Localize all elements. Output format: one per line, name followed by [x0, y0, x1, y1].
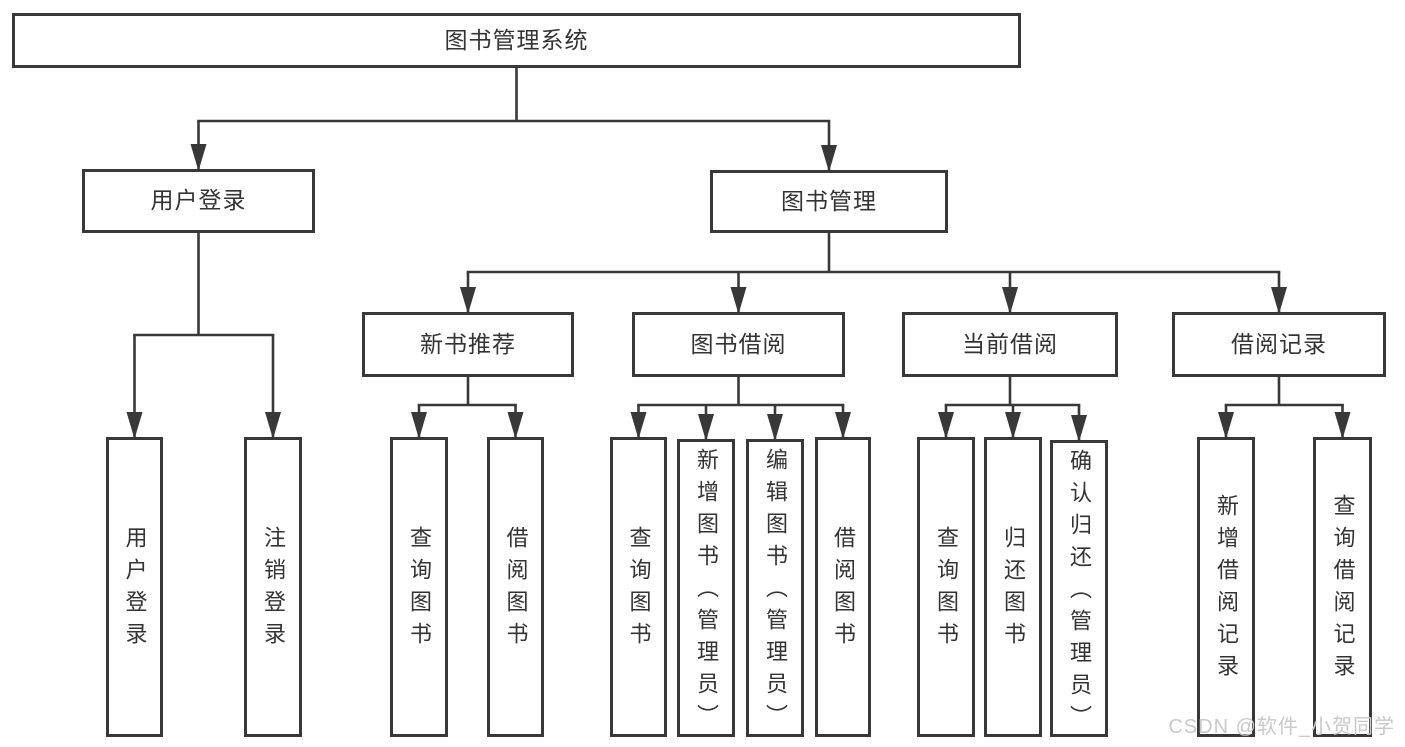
node-label: 查询借阅记录 [1330, 494, 1356, 686]
node-label: 借阅记录 [1231, 330, 1327, 357]
node-label: 借阅图书 [831, 526, 856, 654]
node-label: 查询图书 [407, 526, 432, 654]
node-leaf-bb-query-books: 查询图书 [610, 437, 667, 737]
node-label: 新书推荐 [420, 330, 516, 357]
node-label: 注销登录 [261, 526, 286, 654]
node-label: 图书借阅 [690, 330, 787, 357]
watermark: CSDN @软件_小贺同学 [1168, 716, 1395, 738]
node-leaf-br-query-record: 查询借阅记录 [1313, 437, 1372, 737]
node-label: 查询图书 [934, 526, 959, 654]
node-label: 图书管理系统 [444, 26, 589, 53]
node-label: 当前借阅 [962, 330, 1058, 357]
node-leaf-cb-query-books: 查询图书 [917, 437, 975, 737]
node-label: 确认归还（管理员） [1067, 449, 1092, 737]
node-leaf-cb-confirm-return: 确认归还（管理员） [1050, 440, 1108, 737]
node-label: 新增图书（管理员） [694, 448, 719, 736]
node-borrow-records: 借阅记录 [1172, 312, 1386, 377]
node-label: 新增借阅记录 [1214, 494, 1239, 686]
node-new-book-recommend: 新书推荐 [362, 312, 574, 377]
node-leaf-nb-borrow-books: 借阅图书 [487, 437, 544, 737]
node-label: 查询图书 [626, 526, 652, 654]
node-label: 归还图书 [1001, 526, 1026, 654]
node-label: 用户登录 [150, 187, 247, 214]
node-root: 图书管理系统 [12, 13, 1021, 68]
node-leaf-logout: 注销登录 [244, 437, 302, 737]
node-leaf-nb-query-books: 查询图书 [390, 437, 448, 737]
node-user-login-branch: 用户登录 [82, 169, 315, 233]
node-leaf-cb-return-books: 归还图书 [984, 437, 1042, 737]
node-book-borrow: 图书借阅 [632, 312, 845, 377]
node-leaf-bb-borrow-books: 借阅图书 [815, 437, 871, 737]
node-label: 编辑图书（管理员） [763, 448, 788, 736]
node-leaf-user-login: 用户登录 [106, 437, 163, 737]
node-leaf-br-add-record: 新增借阅记录 [1197, 437, 1255, 737]
node-label: 图书管理 [781, 187, 877, 214]
node-leaf-bb-edit-books: 编辑图书（管理员） [746, 439, 804, 737]
node-book-mgmt-branch: 图书管理 [710, 170, 948, 233]
node-leaf-bb-add-books: 新增图书（管理员） [677, 439, 735, 737]
node-label: 借阅图书 [503, 526, 529, 654]
node-current-borrow: 当前借阅 [902, 312, 1118, 377]
node-label: 用户登录 [122, 526, 148, 654]
